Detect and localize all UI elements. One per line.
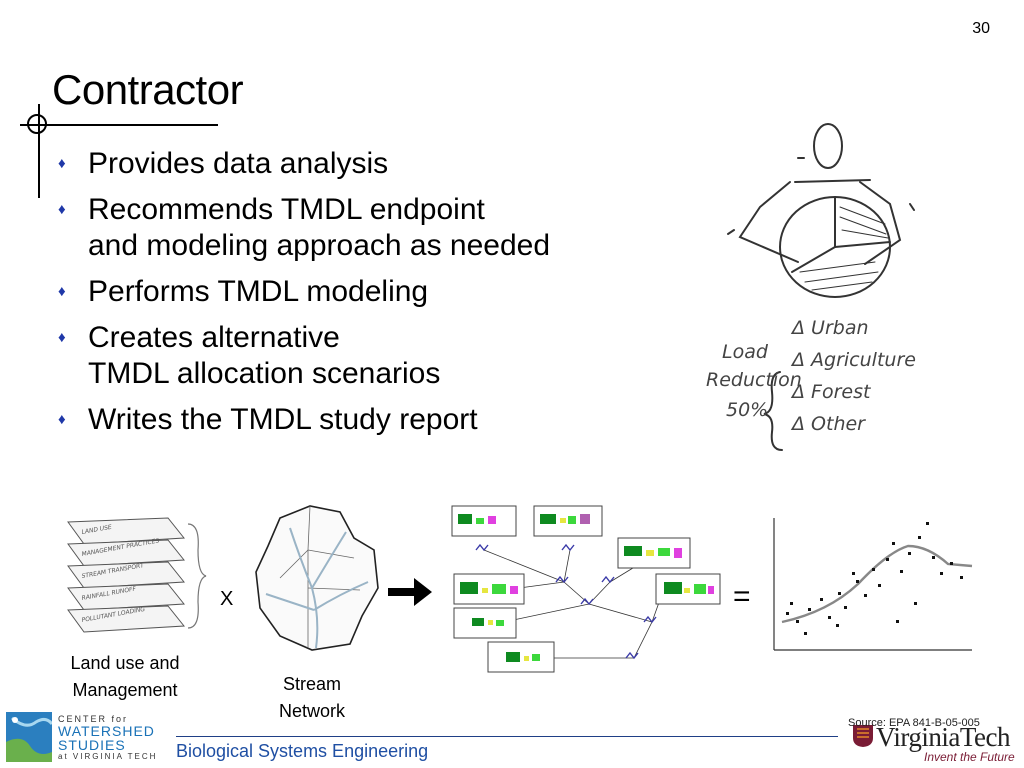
stream-caption: Stream Network xyxy=(262,671,362,725)
layer-sheet xyxy=(67,583,185,611)
logo-text-line1: CENTER for xyxy=(58,714,129,724)
sketch-category-forest: Δ Forest xyxy=(790,381,872,403)
diamond-bullet-icon: ♦ xyxy=(58,283,66,300)
landuse-caption: Land use and Management xyxy=(50,650,200,704)
bullet-item: ♦ Provides data analysis xyxy=(58,146,658,182)
stream-lines xyxy=(265,527,369,649)
logo-text-line2: WATERSHED xyxy=(58,723,155,739)
page-number: 30 xyxy=(972,20,990,37)
model-network-diagram xyxy=(451,505,721,673)
sketch-brace xyxy=(763,371,783,451)
bullet-text: Provides data analysis xyxy=(88,147,389,180)
right-arrow-icon xyxy=(388,578,432,606)
sketch-reduction-label: Reduction xyxy=(706,369,802,391)
diamond-bullet-icon: ♦ xyxy=(58,201,66,218)
bullet-text: Performs TMDL modeling xyxy=(88,275,429,308)
layer-sheet xyxy=(67,517,185,545)
title-rule-vertical xyxy=(38,104,40,198)
stream-reach-icons xyxy=(475,543,657,660)
vt-tagline: Invent the Future xyxy=(924,750,1015,764)
sketch-category-other: Δ Other xyxy=(790,413,866,435)
layer-sheet xyxy=(67,539,185,567)
stream-network-diagram xyxy=(255,505,379,651)
plot-scatter-points xyxy=(786,522,963,635)
layer-sheet xyxy=(67,605,185,633)
title-rule-circle xyxy=(27,114,47,134)
title-rule-horizontal xyxy=(20,124,218,126)
source-citation: Source: EPA 841-B-05-005 xyxy=(848,717,980,729)
bullet-text: Recommends TMDL endpoint xyxy=(88,193,485,226)
model-output-plot xyxy=(773,518,973,651)
department-name: Biological Systems Engineering xyxy=(176,741,429,761)
watershed-center-logo-icon xyxy=(6,712,52,762)
sketch-load-label: Load xyxy=(722,341,769,363)
plot-trend-curve xyxy=(781,544,973,624)
watershed-center-logo-text: CENTER for WATERSHED STUDIES at VIRGINIA… xyxy=(58,714,157,761)
stream-caption-line2: Network xyxy=(278,701,345,721)
diamond-bullet-icon: ♦ xyxy=(58,155,66,172)
bullet-item: ♦ Recommends TMDL endpoint and modeling … xyxy=(58,192,658,264)
diamond-bullet-icon: ♦ xyxy=(58,411,66,428)
layer-sheet xyxy=(67,561,185,589)
virginia-tech-logo: VirginiaTech Invent the Future xyxy=(852,722,1020,768)
bullet-item: ♦ Performs TMDL modeling xyxy=(58,274,658,310)
stream-caption-line1: Stream xyxy=(282,674,342,694)
logo-text-line3: STUDIES xyxy=(58,737,126,753)
diamond-bullet-icon: ♦ xyxy=(58,329,66,346)
vt-shield-icon xyxy=(853,725,873,747)
sketch-right-arm xyxy=(859,181,902,265)
bullet-text-continued: and modeling approach as needed xyxy=(88,229,551,262)
sketch-percent-label: 50% xyxy=(726,399,768,421)
load-reduction-sketch: Load Reduction 50% Δ Urban Δ Agriculture… xyxy=(706,123,916,451)
bullet-text-continued: TMDL allocation scenarios xyxy=(88,357,441,390)
bullet-item: ♦ Creates alternative TMDL allocation sc… xyxy=(58,320,658,392)
sketch-category-agriculture: Δ Agriculture xyxy=(790,349,916,371)
landuse-layers-diagram: LAND USE MANAGEMENT PRACTICES STREAM TRA… xyxy=(67,517,207,633)
bullet-text: Creates alternative xyxy=(88,321,340,354)
times-sign: X xyxy=(220,588,234,610)
landuse-caption-line2: Management xyxy=(72,680,178,700)
equals-sign: = xyxy=(733,580,751,613)
subbasin-boundaries xyxy=(279,505,361,648)
footer-divider xyxy=(176,736,838,737)
sketch-category-urban: Δ Urban xyxy=(790,317,869,339)
bullet-list: ♦ Provides data analysis ♦ Recommends TM… xyxy=(58,146,658,448)
landuse-caption-line1: Land use and xyxy=(70,653,180,673)
bullet-item: ♦ Writes the TMDL study report xyxy=(58,402,658,438)
vt-wordmark: VirginiaTech xyxy=(876,722,1010,752)
bullet-text: Writes the TMDL study report xyxy=(88,403,478,436)
layers-brace xyxy=(187,523,207,629)
subbasin-cells xyxy=(458,514,714,662)
logo-text-line4: at VIRGINIA TECH xyxy=(58,752,158,761)
sketch-head xyxy=(813,123,843,169)
sketch-left-arm xyxy=(738,181,799,263)
slide-title: Contractor xyxy=(52,66,244,113)
